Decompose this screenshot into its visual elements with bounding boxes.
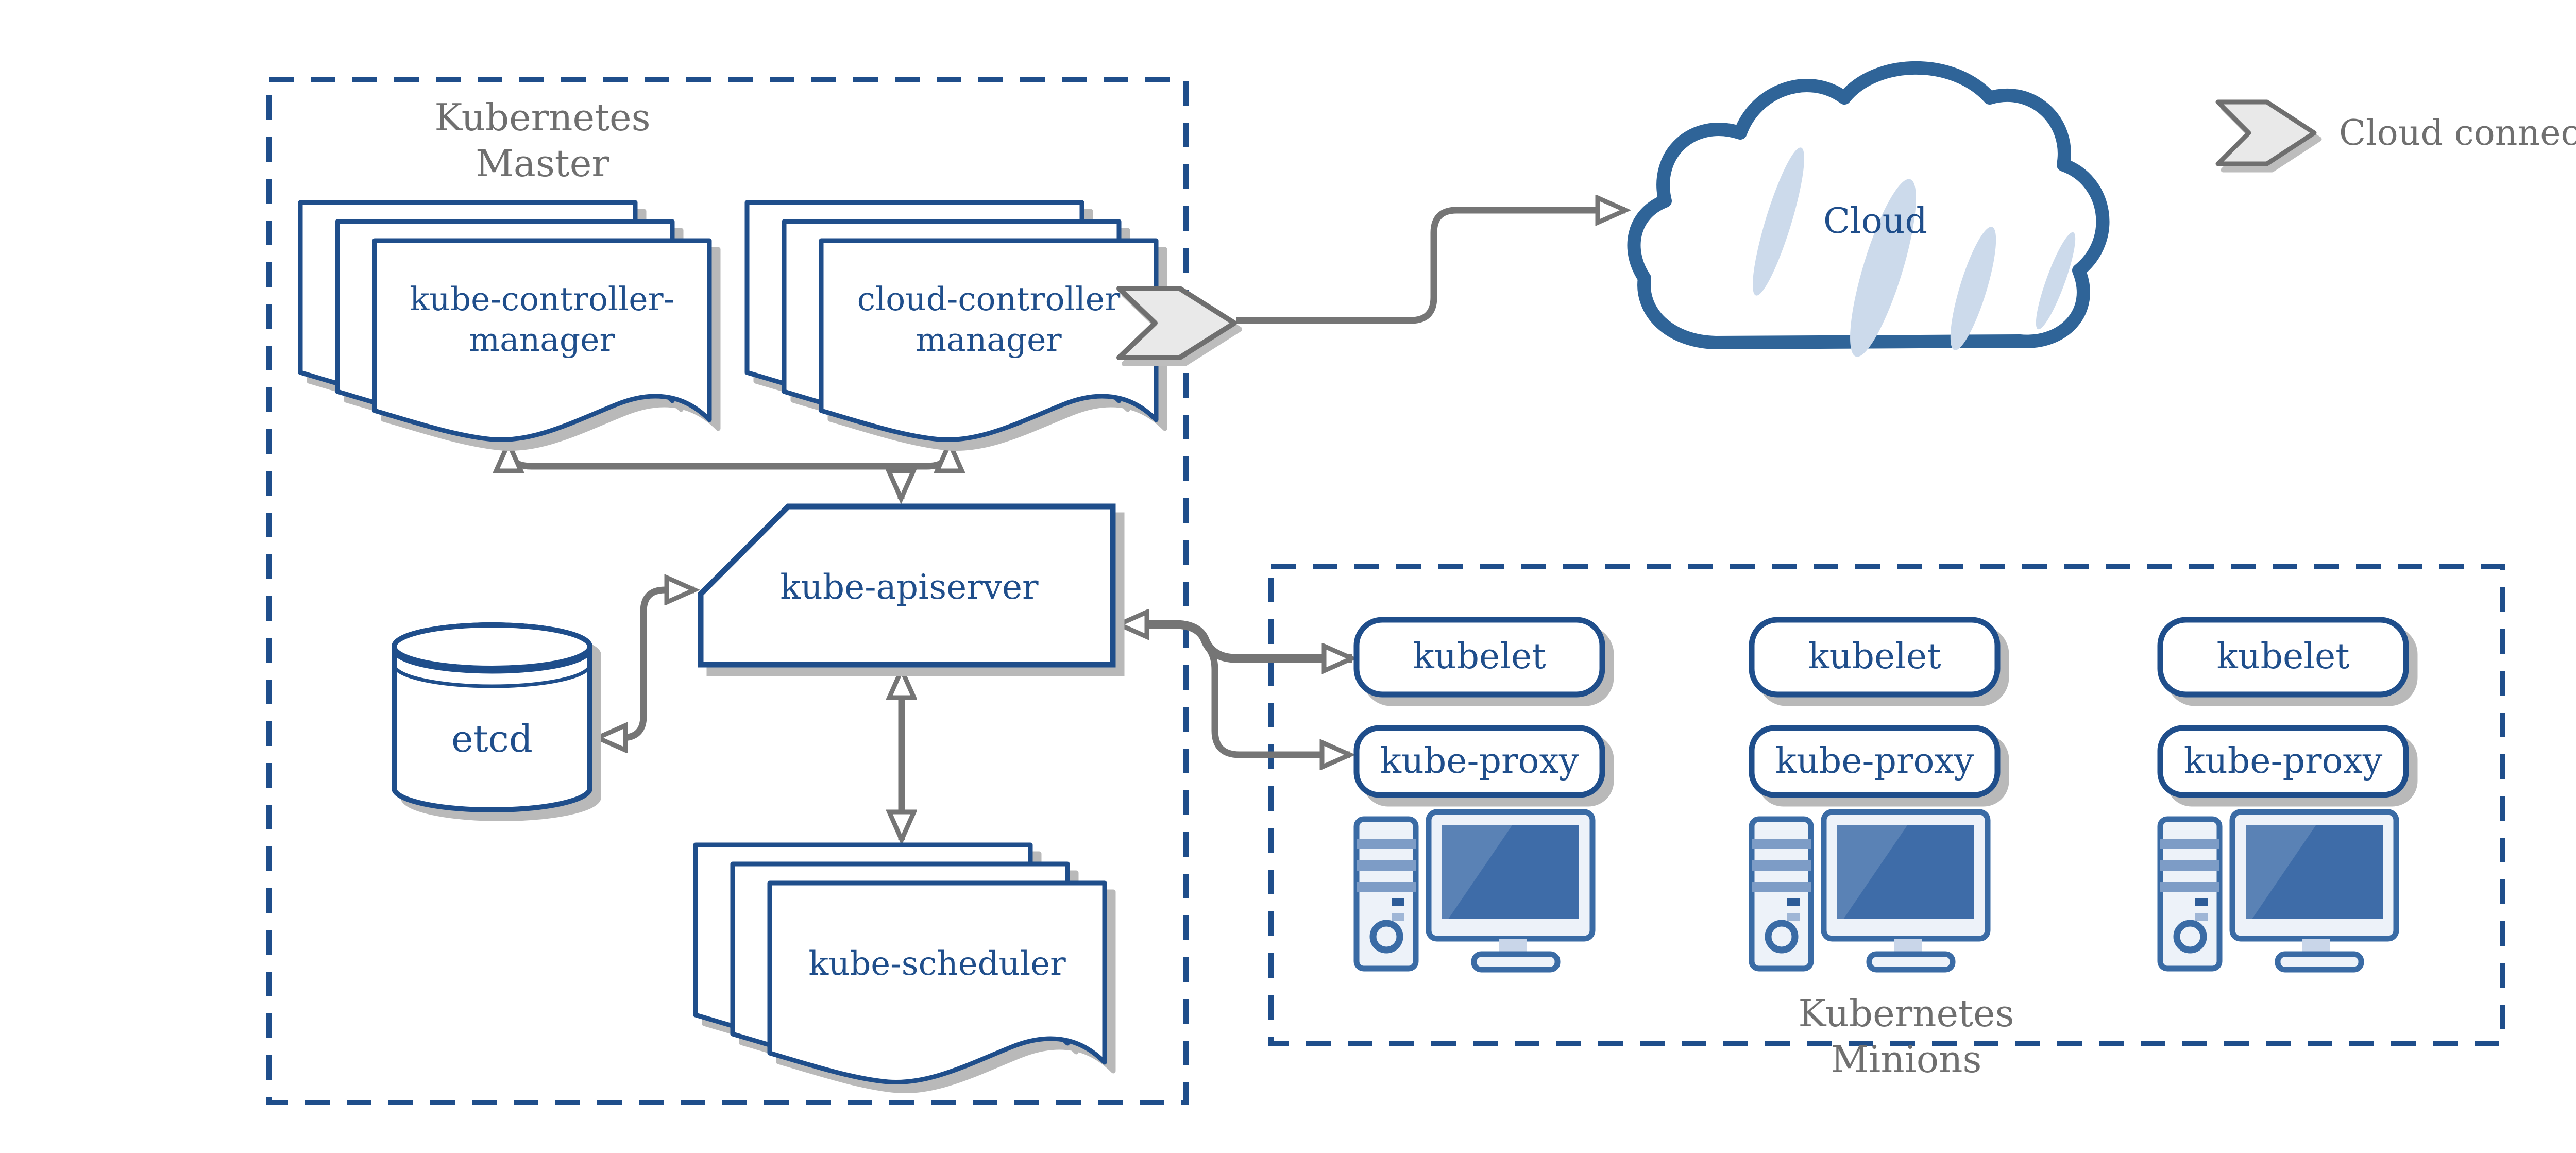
kubelet-box (1353, 617, 1605, 698)
etcd-label: etcd (451, 717, 533, 761)
kubelet-label: kubelet (2216, 636, 2350, 677)
cloud-icon (1627, 61, 2110, 357)
cloud-connector-chevron-icon (1116, 286, 1237, 360)
kube-apiserver-label: kube-apiserver (780, 567, 1039, 607)
kube-proxy-box (1353, 725, 1605, 798)
kubelet-box (1749, 617, 2001, 698)
etcd-database-shape (392, 622, 592, 812)
kube-proxy-label: kube-proxy (1380, 740, 1579, 782)
kubelet-label: kubelet (1808, 636, 1941, 677)
kube-controller-manager-label: kube-controller- manager (410, 280, 674, 359)
kube-proxy-label: kube-proxy (2183, 740, 2383, 782)
kubernetes-master-boundary (266, 77, 1189, 1105)
kube-scheduler-label: kube-scheduler (808, 945, 1066, 984)
kubelet-label: kubelet (1413, 636, 1546, 677)
cloud-connector-line-arrow (1236, 210, 1625, 324)
minion-node-boxes (1353, 617, 2409, 798)
cloud-label: Cloud (1823, 200, 1928, 242)
computer-icon (2157, 812, 2396, 970)
controllers-apiserver-connector-arrow (509, 443, 950, 499)
legend-cloud-connector-icon (2215, 99, 2317, 166)
legend-cloud-connector-label: Cloud connector (2339, 112, 2576, 154)
minions-section-title: Kubernetes Minions (1798, 991, 2014, 1081)
apiserver-etcd-arrow (598, 590, 694, 738)
kube-proxy-label: kube-proxy (1775, 740, 1974, 782)
kubernetes-minions-boundary (1268, 564, 2505, 1046)
apiserver-minions-arrows (1119, 624, 1352, 755)
kube-proxy-box (1749, 725, 2001, 798)
master-section-title: Kubernetes Master (434, 95, 651, 185)
kube-apiserver-shape (698, 503, 1116, 668)
computer-icon (1353, 812, 1592, 970)
kubelet-box (2157, 617, 2409, 698)
kube-proxy-box (2157, 725, 2409, 798)
cloud-controller-manager-label: cloud-controller manager (857, 280, 1121, 359)
computer-icon (1749, 812, 1988, 970)
